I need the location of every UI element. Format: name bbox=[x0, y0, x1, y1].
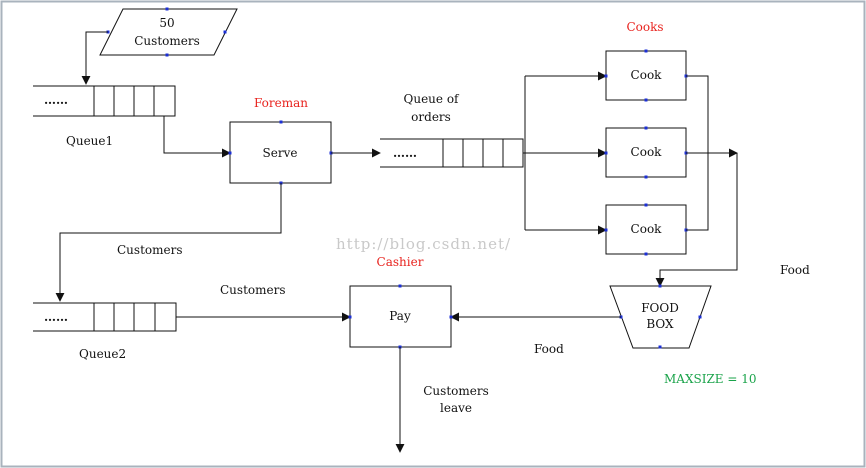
orders-label-line2: orders bbox=[411, 110, 451, 124]
food-label-right: Food bbox=[780, 263, 810, 277]
cook2-label: Cook bbox=[631, 145, 663, 159]
queue1-label: Queue1 bbox=[66, 134, 113, 148]
queue1-shape bbox=[33, 85, 176, 117]
serve-label: Serve bbox=[263, 146, 298, 160]
cook-box-1 bbox=[604, 49, 688, 102]
foodbox-label-line2: BOX bbox=[646, 317, 674, 331]
watermark-text: http://blog.csdn.net/ bbox=[336, 235, 511, 253]
customers-input-shape bbox=[99, 7, 238, 57]
leave-label-line1: Customers bbox=[423, 384, 489, 398]
pay-box bbox=[348, 284, 453, 349]
cook3-label: Cook bbox=[631, 222, 663, 236]
pay-label: Pay bbox=[389, 309, 411, 323]
orders-label-line1: Queue of bbox=[404, 92, 461, 106]
serve-box bbox=[228, 120, 333, 185]
customers-label-a: Customers bbox=[117, 243, 183, 257]
arrow-input-to-queue1 bbox=[81, 31, 108, 85]
orders-queue-shape bbox=[380, 138, 524, 168]
leave-label-line2: leave bbox=[440, 401, 472, 415]
queue2-label: Queue2 bbox=[79, 347, 126, 361]
orders-queue-dots: …… bbox=[393, 146, 417, 160]
arrow-queue1-to-serve bbox=[163, 116, 231, 158]
maxsize-label: MAXSIZE = 10 bbox=[664, 372, 757, 386]
input-count-text: 50 bbox=[159, 16, 174, 30]
foodbox-label-line1: FOOD bbox=[641, 301, 679, 315]
cook1-label: Cook bbox=[631, 68, 663, 82]
arrow-serve-to-queue2 bbox=[55, 183, 282, 302]
food-label-bottom: Food bbox=[534, 342, 564, 356]
queue1-dots: …… bbox=[44, 93, 68, 107]
line-cook3-out bbox=[686, 153, 709, 231]
customers-label-b: Customers bbox=[220, 283, 286, 297]
queue2-dots: …… bbox=[44, 310, 68, 324]
input-customers-text: Customers bbox=[134, 34, 200, 48]
arrow-cooks-to-foodbox bbox=[655, 153, 738, 287]
cooks-title: Cooks bbox=[626, 20, 663, 34]
line-cook1-out bbox=[686, 75, 709, 153]
foreman-title: Foreman bbox=[254, 96, 308, 110]
cashier-title: Cashier bbox=[377, 255, 424, 269]
cook-box-3 bbox=[604, 203, 688, 256]
